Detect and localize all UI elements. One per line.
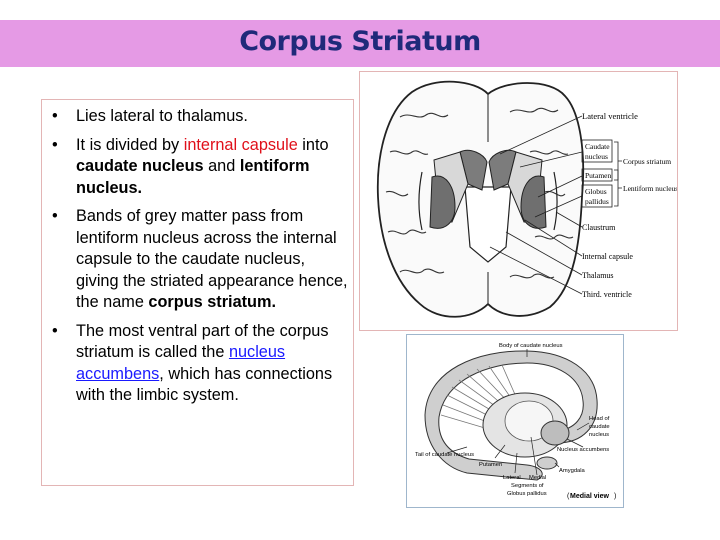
left-caudate: [459, 149, 488, 191]
bullet-text: and: [203, 157, 240, 175]
label-putamen: Putamen: [585, 171, 611, 180]
bullet-item: •It is divided by internal capsule into …: [48, 135, 350, 200]
medial-view-figure: Body of caudate nucleus Head of caudate …: [406, 334, 624, 508]
internal-capsule-term: internal capsule: [183, 135, 298, 154]
bullet-text: Bands of grey matter pass from lentiform…: [76, 207, 348, 311]
label-lateral-ventricle: Lateral ventricle: [582, 111, 638, 121]
label-segments-of: Segments of: [511, 483, 544, 489]
label-globus: Globus: [585, 187, 607, 196]
label-third-ventricle: Third. ventricle: [582, 290, 632, 299]
bullet-dot: •: [52, 135, 58, 154]
right-caudate: [488, 149, 517, 191]
amygdala-shape: [536, 456, 558, 470]
bullet-text: The most ventral part of the corpus stri…: [76, 321, 329, 362]
corpus-striatum-term: corpus striatum.: [148, 293, 276, 311]
bullet-dot: •: [52, 207, 58, 225]
bullet-item: • The most ventral part of the corpus str…: [48, 321, 350, 407]
label-internal-capsule: Internal capsule: [582, 252, 633, 261]
caudate-head-shape: [540, 420, 570, 446]
medial-view-drawing: Body of caudate nucleus Head of caudate …: [415, 343, 616, 500]
label-medial-view: Medial view: [570, 493, 609, 500]
text-box: [41, 99, 354, 486]
label-tail-caudate: Tail of caudate nucleus: [415, 452, 474, 458]
label-medial-view-close: ): [614, 493, 616, 500]
label-head-nucleus: nucleus: [589, 432, 609, 438]
leader-lines-2: [446, 349, 590, 476]
bullet-text: It is divided by: [76, 135, 184, 154]
label-putamen-2: Putamen: [479, 462, 502, 468]
gyri-lines: [385, 94, 574, 304]
lentiform-nucleus-term: lentiform nucleus.: [76, 157, 310, 197]
label-lateral: Lateral: [503, 475, 521, 481]
leader-lines: [489, 115, 583, 295]
label-corpus-striatum: Corpus striatum: [623, 157, 671, 166]
label-medial: Medial: [529, 475, 546, 481]
thalamus-shape: [464, 186, 512, 263]
label-pallidus: pallidus: [585, 197, 609, 206]
bullet-item: • Lies lateral to thalamus.: [48, 106, 350, 128]
label-thalamus: Thalamus: [582, 271, 614, 280]
label-body-caudate: Body of caudate nucleus: [499, 343, 563, 349]
bullet-dot: •: [52, 107, 58, 125]
bullet-text: into: [297, 135, 329, 154]
label-head-caudate: caudate: [589, 424, 610, 430]
bullet-item: • Bands of grey matter pass from lentifor…: [48, 206, 350, 314]
label-caudate: Caudate: [585, 142, 610, 151]
left-lentiform: [429, 175, 456, 229]
caudate-shape: [424, 350, 598, 481]
brain-section-figure: Lateral ventricle Caudate nucleus Putame…: [359, 71, 678, 331]
label-lentiform-nucleus: Lentiform nucleus: [623, 184, 677, 193]
brain-section-drawing: Lateral ventricle Caudate nucleus Putame…: [376, 80, 678, 318]
label-caudate-nucleus: nucleus: [585, 152, 608, 161]
bullet-dot: •: [52, 321, 58, 340]
label-claustrum: Claustrum: [582, 223, 616, 232]
label-amygdala: Amygdala: [559, 468, 586, 474]
caudate-nucleus-term: caudate nucleus: [76, 157, 204, 175]
label-head-of: Head of: [589, 416, 610, 422]
bullet-list: • Lies lateral to thalamus. • It is divide…: [48, 106, 350, 414]
label-medial-view-open: (: [567, 493, 570, 500]
label-globus-pallidus: Globus pallidus: [507, 491, 547, 497]
page-title: Corpus Striatum: [239, 26, 481, 57]
title-bar: [0, 20, 720, 67]
nucleus-accumbens-link[interactable]: nucleus accumbens: [76, 343, 286, 383]
bullet-text: , which has connections with the limbic …: [76, 364, 333, 405]
label-nucleus-accumbens: Nucleus accumbens: [557, 447, 609, 453]
bullet-text: Lies lateral to thalamus.: [76, 107, 248, 125]
